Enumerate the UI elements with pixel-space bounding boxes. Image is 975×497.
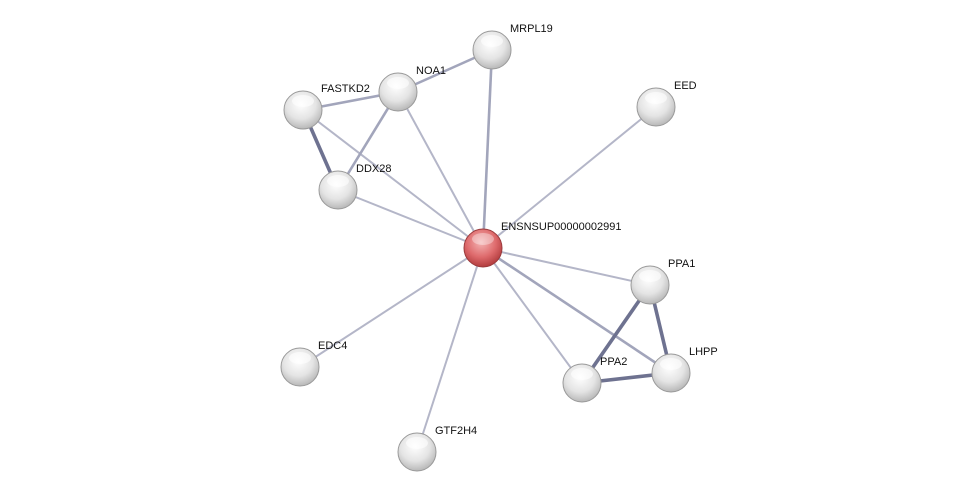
node-label[interactable]: GTF2H4 xyxy=(435,425,477,437)
node-label[interactable]: MRPL19 xyxy=(510,23,553,35)
node-label[interactable]: FASTKD2 xyxy=(321,83,370,95)
node-highlight xyxy=(327,175,349,187)
nodes-layer: ENSNSUP00000002991 MRPL19NOA1FASTKD2DDX28… xyxy=(280,23,718,472)
edge-ensnsup00000002991-noa1[interactable] xyxy=(397,91,484,249)
node-ensnsup00000002991[interactable]: ENSNSUP00000002991 xyxy=(463,221,621,268)
edge-ensnsup00000002991-mrpl19[interactable] xyxy=(481,49,494,249)
node-label[interactable]: PPA2 xyxy=(600,356,627,368)
node-label[interactable]: ENSNSUP00000002991 xyxy=(501,221,621,233)
edge-ensnsup00000002991-fastkd2[interactable] xyxy=(302,109,484,249)
node-eed[interactable]: EED xyxy=(636,80,697,127)
node-highlight xyxy=(289,352,311,364)
node-highlight xyxy=(645,92,667,104)
edge-ensnsup00000002991-gtf2h4[interactable] xyxy=(416,247,484,453)
edge-ensnsup00000002991-eed[interactable] xyxy=(482,106,657,249)
edge-ensnsup00000002991-ppa1[interactable] xyxy=(482,247,651,286)
node-highlight xyxy=(292,95,314,107)
node-ppa1[interactable]: PPA1 xyxy=(630,258,695,305)
node-highlight xyxy=(639,270,661,282)
edge-ensnsup00000002991-ddx28[interactable] xyxy=(337,189,484,249)
node-lhpp[interactable]: LHPP xyxy=(651,346,718,393)
node-fastkd2[interactable]: FASTKD2 xyxy=(283,83,370,130)
node-highlight xyxy=(660,358,682,370)
node-highlight xyxy=(571,368,593,380)
node-gtf2h4[interactable]: GTF2H4 xyxy=(397,425,477,472)
edge-ensnsup00000002991-edc4[interactable] xyxy=(299,247,484,368)
node-noa1[interactable]: NOA1 xyxy=(378,65,446,112)
edge-ensnsup00000002991-lhpp[interactable] xyxy=(482,246,672,375)
node-edc4[interactable]: EDC4 xyxy=(280,340,347,387)
edge-ppa1-ppa2[interactable] xyxy=(580,283,652,385)
node-highlight xyxy=(472,233,494,245)
node-label[interactable]: LHPP xyxy=(689,346,718,358)
edge-ensnsup00000002991-ppa2[interactable] xyxy=(482,247,583,384)
node-highlight xyxy=(481,35,503,47)
node-ddx28[interactable]: DDX28 xyxy=(318,163,391,210)
node-label[interactable]: PPA1 xyxy=(668,258,695,270)
node-label[interactable]: DDX28 xyxy=(356,163,391,175)
node-label[interactable]: NOA1 xyxy=(416,65,446,77)
node-highlight xyxy=(406,437,428,449)
node-highlight xyxy=(387,77,409,89)
node-bubble[interactable] xyxy=(463,228,503,268)
node-mrpl19[interactable]: MRPL19 xyxy=(472,23,553,70)
node-label[interactable]: EED xyxy=(674,80,697,92)
node-label[interactable]: EDC4 xyxy=(318,340,347,352)
node-ppa2[interactable]: PPA2 xyxy=(562,356,627,403)
